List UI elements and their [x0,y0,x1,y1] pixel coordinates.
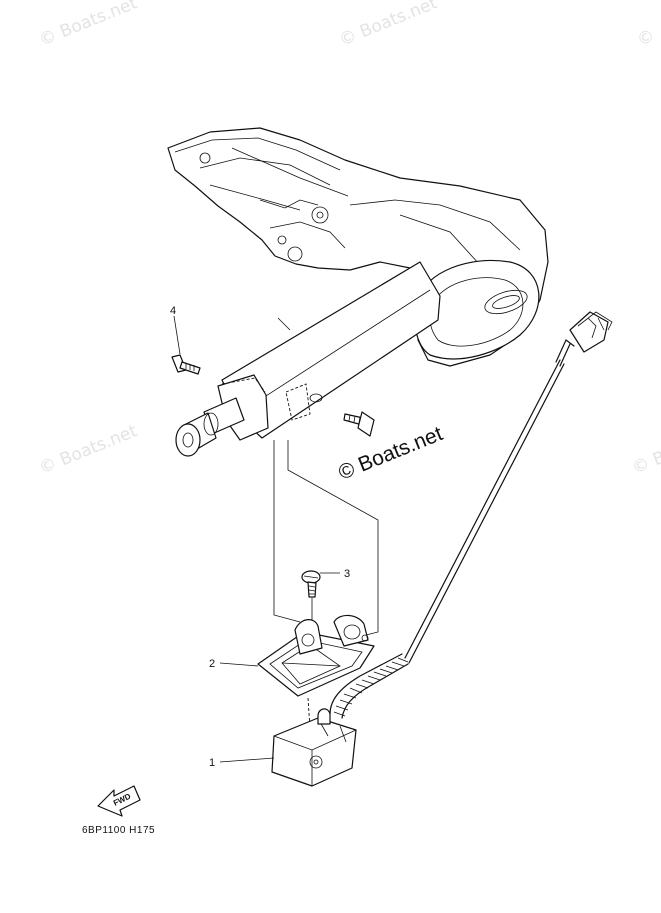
steering-arm [175,261,441,457]
assembly-line [273,440,301,623]
switch-part-1 [271,708,357,787]
wire-harness [329,311,613,719]
screw-part-4b [343,411,375,437]
switch-bracket-part-2 [257,614,375,697]
leader-line [219,662,259,667]
drawing-code: 6BP1100 H175 [82,825,155,836]
callout-2[interactable]: 2 [209,658,215,670]
fwd-arrow-icon: FWD [97,785,141,817]
assembly-line [287,440,379,637]
screw-part-4 [171,354,201,375]
watermark: © [634,26,657,51]
steering-bracket [167,127,549,367]
watermark: © Boats.net [36,421,140,479]
callout-1[interactable]: 1 [209,757,215,769]
watermark: © Boats.net [336,0,440,51]
screw-part-3 [301,570,321,625]
watermark: © Boats.net [36,0,140,51]
leader-line [219,757,275,763]
callout-3[interactable]: 3 [344,568,350,580]
leader-line [173,315,181,355]
callout-4[interactable]: 4 [170,305,176,317]
watermark: © Boats.net [629,421,661,479]
boats-net-watermark: © Boats.net [335,422,446,485]
